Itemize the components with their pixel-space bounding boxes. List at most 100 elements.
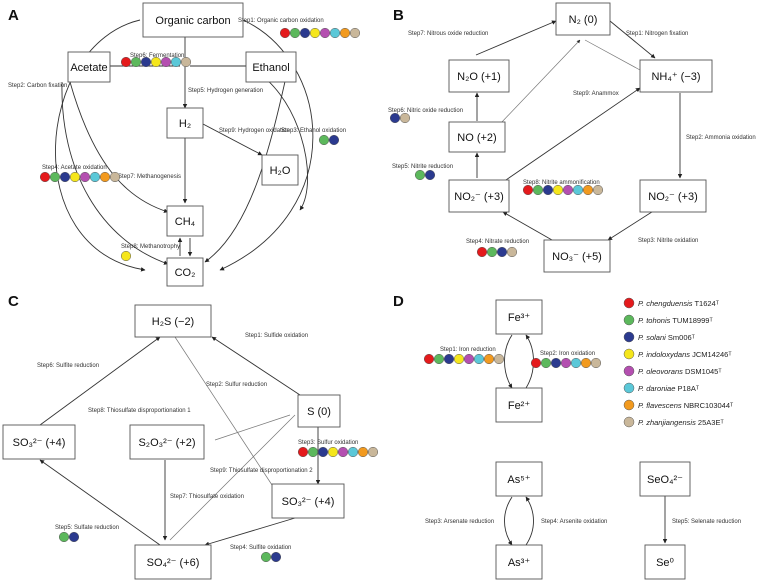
node-s2o3 [129,424,205,460]
edge-iron-reduction [504,334,513,389]
dot-d2-purple [560,357,572,369]
dot-b6-tan [399,112,411,124]
dot-a8-yellow [120,250,132,262]
dot-a1-yellow [309,27,321,39]
legend-label: P. indoloxydans JCM14246ᵀ [638,350,732,359]
dots-c4 [260,551,282,563]
dots-a3 [318,134,340,146]
step-b4-label: Step4: Nitrate reduction [466,239,529,245]
legend-swatch-red [623,297,635,309]
dot-b8-blue [542,184,554,196]
legend-item: P. zhanjiangensis 25A3Eᵀ [623,416,724,428]
legend-label: P. solani Sm006ᵀ [638,333,696,342]
dot-a4-purple [79,171,91,183]
node-no-label: NO (+2) [457,132,496,144]
node-as3-label: As³⁺ [508,557,531,569]
step-b6-label: Step6: Nitric oxide reduction [388,108,463,114]
node-ethanol [245,51,297,83]
dot-d1-red [423,353,435,365]
node-no [448,121,506,153]
edge-hydrogen-oxidation [202,123,263,156]
dot-b8-tan [592,184,604,196]
edge-sulfate-reduction [39,459,161,546]
dot-a3-green [318,134,330,146]
step-b3-label: Step3: Nitrite oxidation [638,238,698,244]
panel-d: D Fe³⁺ Fe²⁺ As⁵⁺ As³⁺ SeO₄²⁻ Se⁰ Step1: … [393,293,741,580]
legend-swatch-green [623,314,635,326]
edge-nitrite-oxidation [607,209,656,241]
node-se0 [644,544,686,580]
dot-d1-green [433,353,445,365]
legend-item: P. tohonis TUM18999ᵀ [623,314,713,326]
dot-c4-blue [270,551,282,563]
dot-d1-purple [463,353,475,365]
dot-a1-tan [349,27,361,39]
dot-a4-tan [109,171,121,183]
legend-swatch-orange [623,399,635,411]
edge-sulfite-oxidation [204,517,296,546]
edge-carbon-fixation [55,19,146,272]
step-a7-label: Step7: Methanogenesis [118,174,181,180]
step-c4-label: Step4: Sulfite oxidation [230,545,291,551]
node-n2o [448,59,510,93]
edge-disproportionation-2 [169,414,296,541]
node-organic-carbon [142,2,244,38]
dot-d2-blue [550,357,562,369]
dot-b8-green [532,184,544,196]
node-se0-label: Se⁰ [656,557,674,569]
dot-b4-blue [496,246,508,258]
node-co2 [166,257,204,287]
node-s0-label: S (0) [307,406,331,418]
legend-label: P. oleovorans DSM1045ᵀ [638,367,722,376]
legend-label: P. zhanjiangensis 25A3Eᵀ [638,418,724,427]
step-a5-label: Step5: Hydrogen generation [188,88,263,94]
dot-a4-blue [59,171,71,183]
dot-a1-orange [339,27,351,39]
step-d1-label: Step1: Iron reduction [440,347,496,353]
node-so3-right-label: SO₃²⁻ (+4) [282,496,335,508]
edge-nitrogen-fixation [609,20,656,59]
dot-b5-green [414,169,426,181]
step-d5-label: Step5: Selenate reduction [672,519,741,525]
dot-a3-blue [328,134,340,146]
node-h2o [261,154,299,186]
step-c8-label: Step8: Thiosulfate disproportionation 1 [88,408,191,414]
dot-d2-tan [590,357,602,369]
legend-label: P. chengduensis T1624ᵀ [638,299,720,308]
dot-a1-green [289,27,301,39]
dot-a4-orange [99,171,111,183]
step-d2-label: Step2: Iron oxidation [540,351,595,357]
node-nh4-label: NH₄⁺ (−3) [651,71,700,83]
panel-b-label: B [393,7,404,24]
step-c1-label: Step1: Sulfide oxidation [245,333,308,339]
node-so4 [134,544,212,580]
node-as5 [495,461,543,497]
node-n2 [555,2,611,36]
edge-sulfide-oxidation [211,336,301,396]
dots-a6 [120,56,192,68]
step-b2-label: Step2: Ammonia oxidation [686,135,756,141]
node-h2s-label: H₂S (−2) [152,316,194,328]
node-h2 [166,107,204,139]
step-b8-label: Step8: Nitrite ammonification [523,180,600,186]
dot-a4-yellow [69,171,81,183]
node-fe3-label: Fe³⁺ [508,312,531,324]
dot-b6-blue [389,112,401,124]
node-no3-label: NO₃⁻ (+5) [552,251,602,263]
step-c9-label: Step9: Thiosulfate disproportionation 2 [210,468,313,474]
edge-acetate-oxidation [61,81,169,265]
node-so3-left [2,424,76,460]
dots-b6 [389,112,411,124]
dot-c3-tan [367,446,379,458]
dot-a1-red [279,27,291,39]
node-n2o-label: N₂O (+1) [457,71,501,83]
legend-item: P. daroniae P18Aᵀ [623,382,700,394]
node-acetate-label: Acetate [70,62,107,74]
node-ch4-label: CH₄ [175,216,196,228]
legend-swatch-purple [623,365,635,377]
legend-item: P. chengduensis T1624ᵀ [623,297,720,309]
step-d3-label: Step3: Arsenate reduction [425,519,494,525]
dot-a6-red [120,56,132,68]
node-seo4 [639,461,691,497]
